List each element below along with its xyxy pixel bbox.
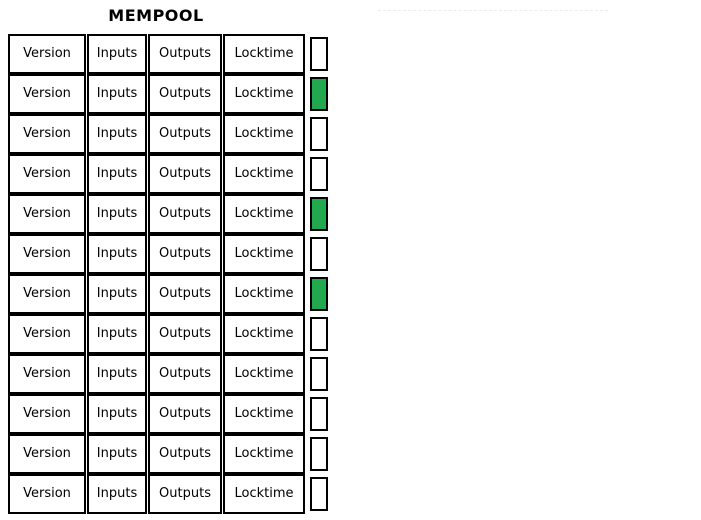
transaction-field-locktime: Locktime [223,434,305,474]
transaction-field-outputs: Outputs [148,354,222,394]
transaction-field-inputs: Inputs [87,394,147,434]
transaction-field-version: Version [8,154,86,194]
transaction-field-version: Version [8,34,86,74]
transaction-status-indicator[interactable] [310,157,328,191]
transaction-field-inputs: Inputs [87,314,147,354]
transaction-status-indicator[interactable] [310,357,328,391]
transaction-field-version: Version [8,194,86,234]
transaction-field-locktime: Locktime [223,274,305,314]
transaction-field-version: Version [8,74,86,114]
transaction-status-indicator[interactable] [310,237,328,271]
transaction-field-outputs: Outputs [148,154,222,194]
transaction-field-inputs: Inputs [87,354,147,394]
transaction-field-locktime: Locktime [223,154,305,194]
transaction-field-outputs: Outputs [148,194,222,234]
transaction-field-version: Version [8,234,86,274]
page-title: MEMPOOL [108,6,204,25]
transaction-status-indicator[interactable] [310,397,328,431]
transaction-field-locktime: Locktime [223,474,305,514]
transaction-field-version: Version [8,314,86,354]
transaction-status-indicator[interactable] [310,277,328,311]
transaction-field-version: Version [8,354,86,394]
transaction-field-outputs: Outputs [148,434,222,474]
divider-rule [378,10,608,11]
transaction-field-outputs: Outputs [148,394,222,434]
transaction-field-inputs: Inputs [87,74,147,114]
transaction-field-locktime: Locktime [223,354,305,394]
transaction-field-outputs: Outputs [148,114,222,154]
transaction-field-inputs: Inputs [87,114,147,154]
transaction-field-outputs: Outputs [148,314,222,354]
transaction-status-indicator[interactable] [310,437,328,471]
transaction-status-indicator[interactable] [310,77,328,111]
transaction-field-outputs: Outputs [148,74,222,114]
transaction-field-outputs: Outputs [148,474,222,514]
transaction-field-locktime: Locktime [223,114,305,154]
transaction-field-outputs: Outputs [148,274,222,314]
transaction-field-locktime: Locktime [223,314,305,354]
transaction-field-inputs: Inputs [87,274,147,314]
transaction-field-version: Version [8,474,86,514]
transaction-field-locktime: Locktime [223,34,305,74]
transaction-field-inputs: Inputs [87,194,147,234]
transaction-field-inputs: Inputs [87,154,147,194]
transaction-field-locktime: Locktime [223,74,305,114]
transaction-field-outputs: Outputs [148,34,222,74]
transaction-status-indicator[interactable] [310,117,328,151]
transaction-status-indicator[interactable] [310,37,328,71]
transaction-field-inputs: Inputs [87,474,147,514]
transaction-field-version: Version [8,114,86,154]
transaction-status-indicator[interactable] [310,317,328,351]
transaction-field-locktime: Locktime [223,394,305,434]
transaction-field-version: Version [8,434,86,474]
transaction-field-version: Version [8,274,86,314]
transaction-field-outputs: Outputs [148,234,222,274]
transaction-field-inputs: Inputs [87,34,147,74]
transaction-field-inputs: Inputs [87,434,147,474]
transaction-field-inputs: Inputs [87,234,147,274]
transaction-field-locktime: Locktime [223,194,305,234]
transaction-status-indicator[interactable] [310,197,328,231]
transaction-status-indicator[interactable] [310,477,328,511]
transaction-field-locktime: Locktime [223,234,305,274]
transaction-field-version: Version [8,394,86,434]
